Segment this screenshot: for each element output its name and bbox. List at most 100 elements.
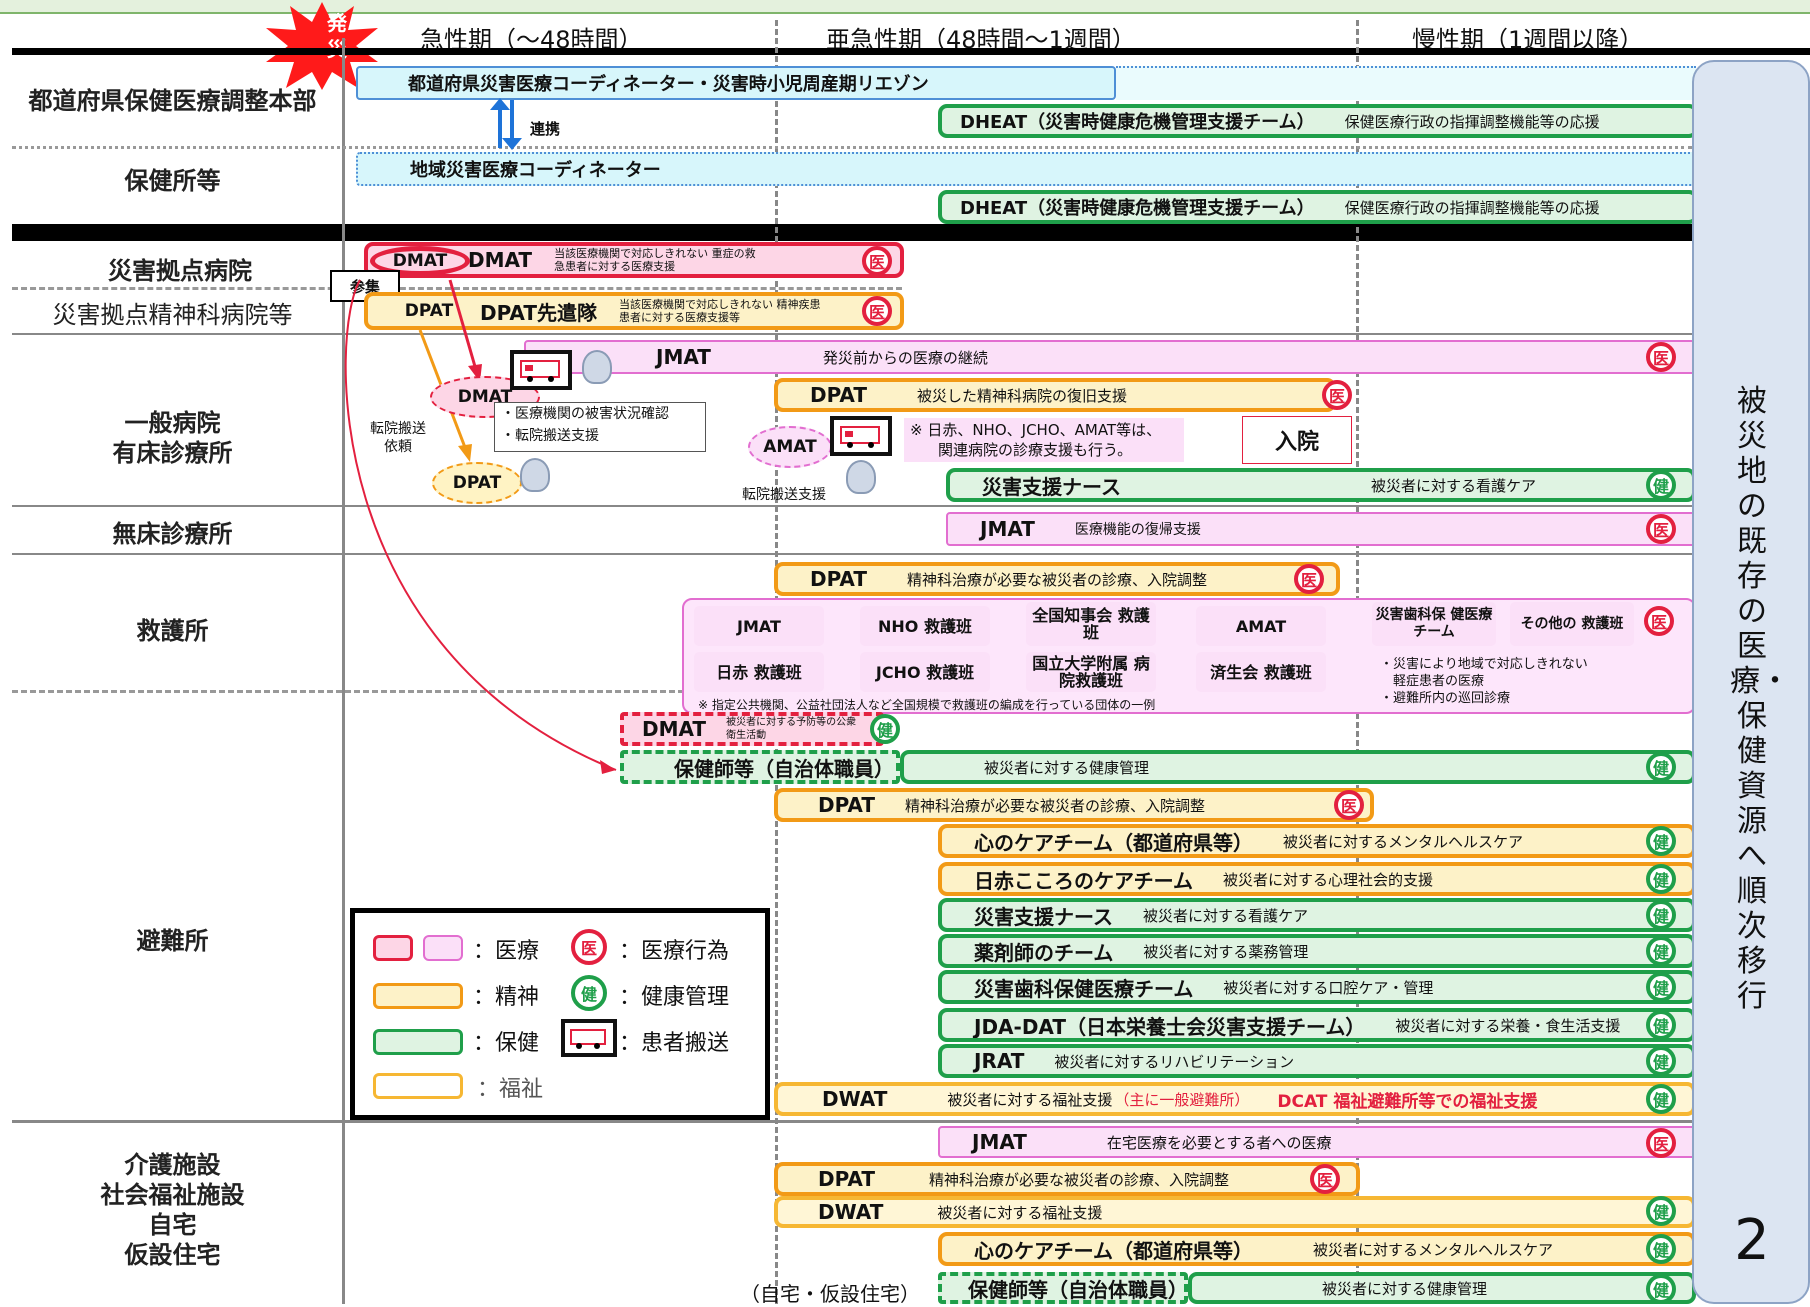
aid-team-jmat: JMAT (694, 606, 824, 646)
row-divider (12, 146, 1692, 149)
callout-box: ・医療機関の被害状況確認・転院搬送支援 (494, 402, 706, 452)
shelter-team-name: JDA-DAT（日本栄養士会災害支援チーム） (974, 1014, 1366, 1039)
top-band (0, 0, 1810, 14)
row-divider (12, 505, 1692, 507)
shelter-phn-label: 保健師等（自治体職員） (620, 750, 900, 784)
transition-text: 被災地の既存の医療・保健資源へ順次移行 (1730, 384, 1790, 1014)
transition-panel (1692, 60, 1810, 1304)
shelter-team-desc: 被災者に対する看護ケア (1143, 906, 1309, 925)
legend-welfare-label: ：福祉 (477, 1077, 544, 1102)
link-label: 連携 (530, 120, 561, 138)
shelter-team-name: JRAT (974, 1049, 1025, 1073)
badge-medical-icon: 医 (1322, 380, 1352, 410)
ambulance-icon (510, 350, 572, 390)
shelter-dwat-bar: DWAT 被災者に対する福祉支援 （主に一般避難所） DCAT 福祉避難所等での… (774, 1082, 1696, 1116)
row-divider (12, 333, 1692, 335)
ambulance-icon (830, 416, 892, 456)
row-label-shelter: 避難所 (136, 927, 209, 955)
row-divider (12, 287, 902, 290)
aid-team-nho: NHO 救護班 (860, 606, 990, 646)
row-label-care-3: 自宅 (148, 1211, 197, 1239)
row-label-clinic: 無床診療所 (112, 520, 233, 548)
general-dpat-cloud: DPAT (432, 462, 522, 504)
shelter-team-bar: 日赤こころのケアチーム被災者に対する心理社会的支援 (938, 862, 1696, 896)
patient-icon (846, 460, 876, 494)
row-divider (12, 1120, 1692, 1123)
aid-team-amat: AMAT (1196, 606, 1326, 646)
badge-health-icon: 健 (1646, 1084, 1676, 1114)
care-kokoro-bar: 心のケアチーム（都道府県等）被災者に対するメンタルヘルスケア (938, 1232, 1696, 1266)
transfer-request-label: 転院搬送依頼 (370, 421, 426, 455)
aid-team-other: その他の 救護班 (1510, 602, 1634, 646)
badge-health-icon: 健 (1646, 1046, 1676, 1076)
care-home-label: （自宅・仮設住宅） (740, 1282, 920, 1306)
badge-health-icon: 健 (1646, 1234, 1676, 1264)
row-label-hq: 都道府県保健医療調整本部 (28, 87, 317, 115)
badge-health-icon: 健 (1646, 972, 1676, 1002)
legend-health-label: ：保健 (473, 1031, 540, 1056)
shelter-team-desc: 被災者に対するリハビリテーション (1054, 1052, 1295, 1071)
legend-medical-act-icon: 医 (571, 929, 607, 965)
row-label-care-4: 仮設住宅 (124, 1241, 221, 1269)
aid-team-saiseikai: 済生会 救護班 (1196, 652, 1326, 692)
general-note: ※ 日赤、NHO、JCHO、AMAT等は、関連病院の診療支援も行う。 (904, 418, 1184, 462)
shelter-team-name: 災害歯科保健医療チーム (974, 976, 1194, 1001)
general-nurse-bar: 災害支援ナース被災者に対する看護ケア (946, 468, 1696, 502)
badge-medical-icon: 医 (1334, 790, 1364, 820)
row-label-hc: 保健所等 (124, 167, 221, 195)
nyuin-label: 入院 (1242, 416, 1352, 464)
legend-act-label: ：医療行為 (619, 939, 730, 964)
header-rule (12, 48, 1810, 55)
shelter-team-bar: 災害歯科保健医療チーム 被災者に対する口腔ケア・管理 (938, 970, 1696, 1004)
badge-health-icon: 健 (1646, 470, 1676, 500)
badge-medical-icon: 医 (1644, 606, 1674, 636)
badge-medical-icon: 医 (862, 246, 892, 276)
shelter-team-desc: 被災者に対する口腔ケア・管理 (1223, 978, 1434, 997)
care-phn-bar: 被災者に対する健康管理 (1188, 1272, 1696, 1304)
transfer-support-label: 転院搬送支援 (742, 487, 826, 503)
badge-medical-icon: 医 (1294, 564, 1324, 594)
hosp-dpat-label: DPAT (404, 301, 454, 321)
shelter-team-desc: 被災者に対する薬務管理 (1143, 942, 1309, 961)
shelter-team-desc: 被災者に対する栄養・食生活支援 (1395, 1016, 1621, 1035)
hc-dheat-bar: DHEAT（災害時健康危機管理支援チーム）保健医療行政の指揮調整機能等の応援 (938, 190, 1698, 224)
shelter-team-bar: 心のケアチーム（都道府県等）被災者に対するメンタルヘルスケア (938, 824, 1696, 858)
shelter-team-bar: JRAT 被災者に対するリハビリテーション (938, 1044, 1696, 1078)
row-label-general-2: 有床診療所 (112, 439, 233, 467)
badge-health-icon: 健 (1646, 1196, 1676, 1226)
badge-health-icon: 健 (1646, 900, 1676, 930)
row-divider (12, 553, 1692, 555)
general-amat-cloud: AMAT (748, 426, 832, 468)
hc-coordinator-bar: 地域災害医療コーディネーター (356, 152, 1696, 186)
badge-health-icon: 健 (1646, 1274, 1676, 1304)
shelter-team-desc: 被災者に対する心理社会的支援 (1223, 870, 1434, 889)
badge-health-icon: 健 (1646, 936, 1676, 966)
shelter-team-name: DPAT (818, 793, 875, 817)
hq-dheat-bar: DHEAT（災害時健康危機管理支援チーム）保健医療行政の指揮調整機能等の応援 (938, 104, 1698, 138)
row-label-aid: 救護所 (136, 617, 209, 645)
badge-health-icon: 健 (1646, 826, 1676, 856)
aid-right-desc: ・災害により地域で対応しきれない 軽症患者の医療・避難所内の巡回診療 (1380, 657, 1588, 706)
general-dmat-cloud: DMAT (430, 376, 540, 418)
badge-medical-icon: 医 (1646, 1128, 1676, 1158)
legend-psych-swatch (373, 983, 463, 1009)
aid-footnote: ※ 指定公共機関、公益社団法人など全国規模で救護班の編成を行っている団体の一例 (698, 698, 1156, 712)
aid-team-jrc: 日赤 救護班 (694, 652, 824, 692)
patient-icon (520, 458, 550, 492)
legend-health-mgmt-label: ：健康管理 (619, 985, 730, 1010)
row-label-general-1: 一般病院 (124, 409, 221, 437)
shelter-team-bar: JDA-DAT（日本栄養士会災害支援チーム） 被災者に対する栄養・食生活支援 (938, 1008, 1696, 1042)
aid-team-jcho: JCHO 救護班 (860, 652, 990, 692)
shelter-team-name: 災害支援ナース (974, 904, 1113, 929)
legend-box: ：医療 医 ：医療行為 ：精神 健 ：健康管理 ：保健 ：患者搬送 ：福祉 (350, 908, 770, 1120)
aid-team-dental: 災害歯科保 健医療チーム (1372, 602, 1496, 646)
aid-team-governors: 全国知事会 救護班 (1026, 602, 1156, 646)
row-label-care-2: 社会福祉施設 (100, 1181, 245, 1209)
